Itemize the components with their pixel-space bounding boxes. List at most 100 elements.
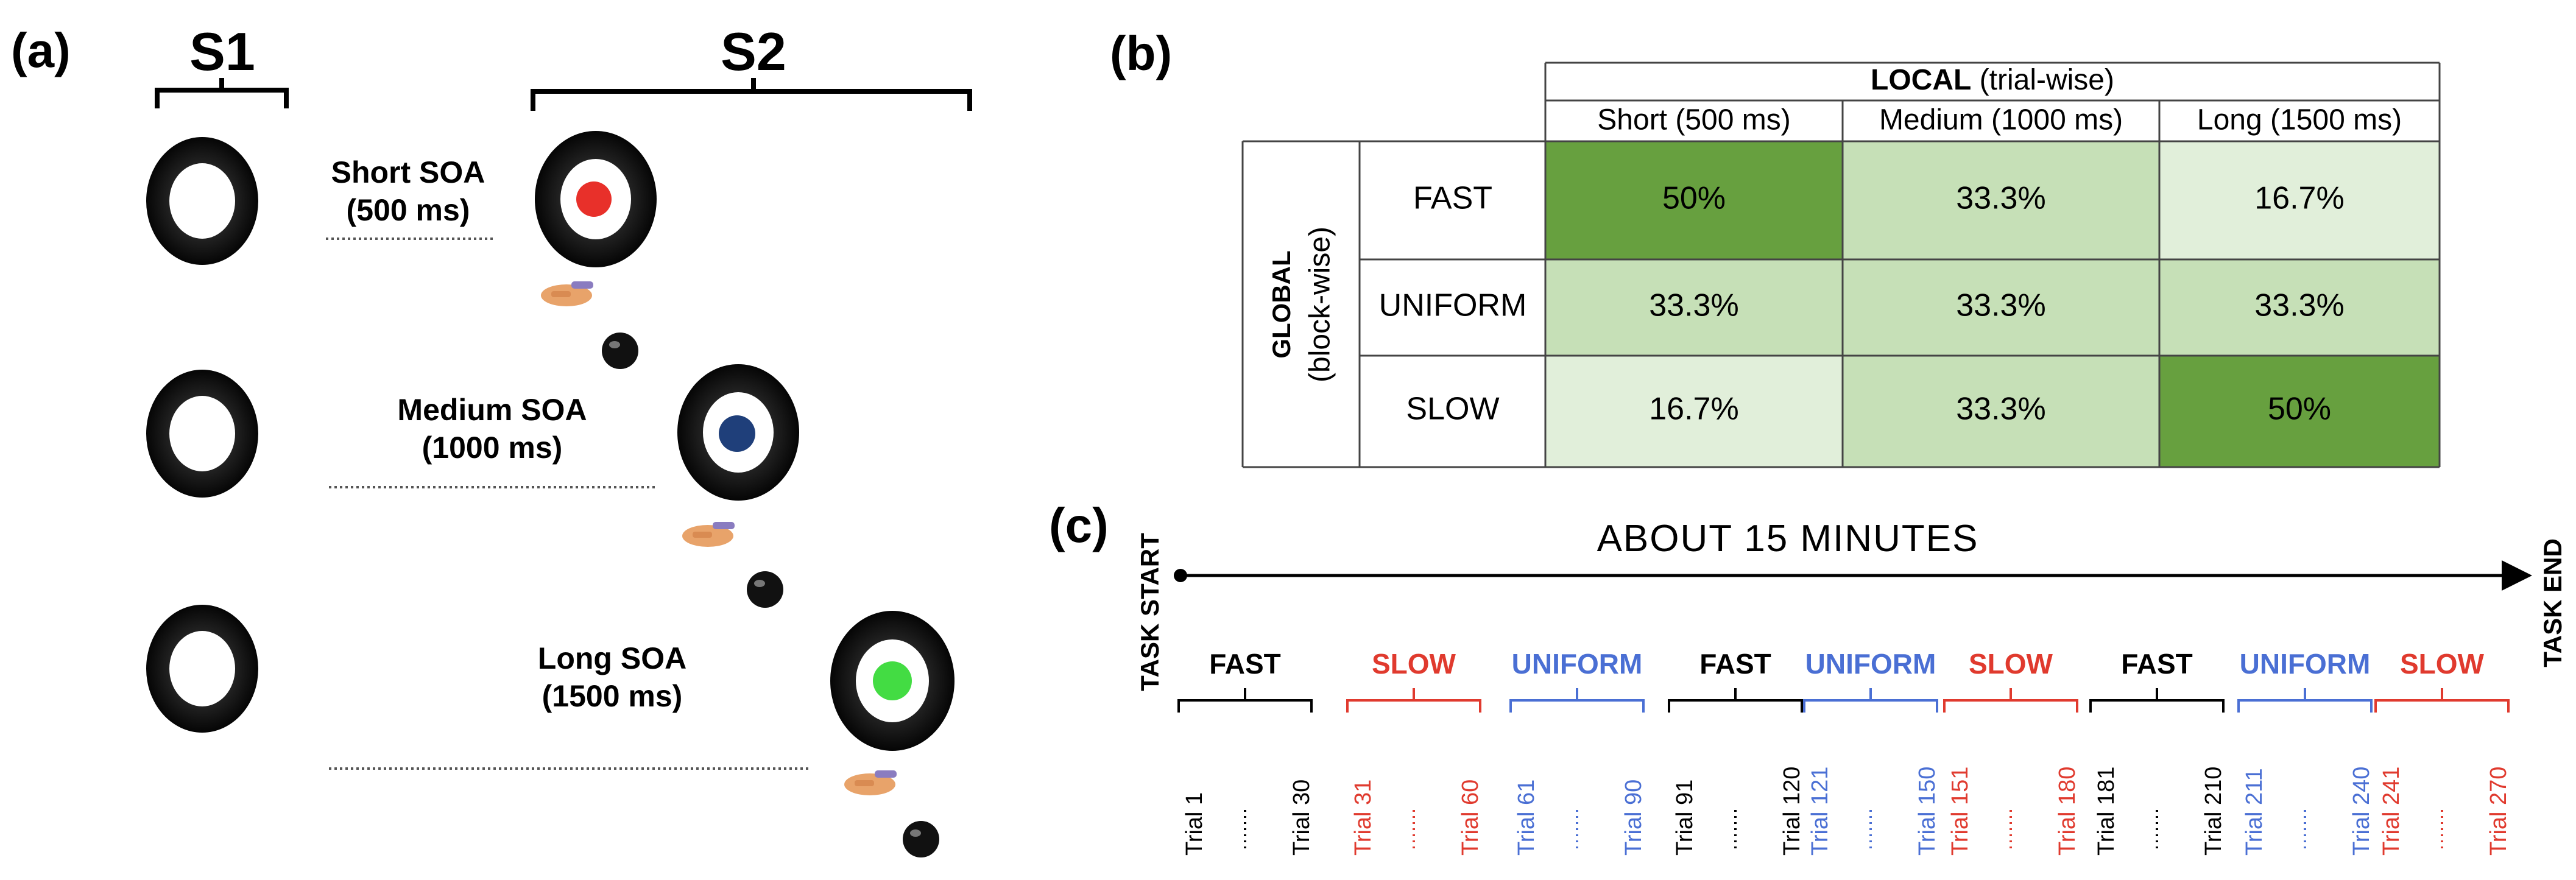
block-bracket [1177,688,1313,713]
trial-last: Trial 90 [1621,780,1646,856]
column-header: Short (500 ms) [1597,104,1790,136]
table-cell: 50% [2268,392,2331,427]
block-label: FAST [2121,648,2193,680]
table-cell-fill [1545,141,1843,259]
block-bracket [1943,688,2078,713]
task-end-label: TASK END [2538,538,2567,667]
panel-a-label: (a) [11,23,71,77]
panel-c-label: (c) [1049,498,1109,552]
table-grid [1241,62,2441,468]
soa-label: Long SOA [538,641,686,675]
table-cell-fill [1843,141,2159,259]
soa-row-long: Long SOA (1500 ms) [146,605,955,857]
trial-first: Trial 181 [2094,767,2119,856]
trial-last: Trial 30 [1289,780,1314,856]
block-sequence: FAST Trial 1 Trial 30 SLOW Trial 31 Trial 60 U… [1177,648,2511,856]
trial-first: Trial 91 [1672,780,1698,856]
task-start-label: TASK START [1135,533,1164,691]
trial-first: Trial 151 [1947,767,1973,856]
trial-last: Trial 150 [1914,767,1940,856]
response-hand-icon [682,522,735,547]
column-header: Long (1500 ms) [2197,104,2402,136]
block-fast: FAST Trial 181 Trial 210 [2089,648,2226,856]
block-label: UNIFORM [2240,648,2371,680]
trial-first: Trial 31 [1350,780,1376,856]
block-bracket [2237,688,2373,713]
s2-ring [677,364,799,501]
block-uniform: UNIFORM Trial 61 Trial 90 [1509,648,1646,856]
table-cell: 33.3% [2254,288,2344,323]
button-icon [903,821,939,857]
soa-label: Short SOA [331,155,485,189]
block-bracket [1509,688,1645,713]
probability-table: LOCAL (trial-wise) Short (500 ms) Medium… [1241,62,2441,468]
block-slow: SLOW Trial 151 Trial 180 [1943,648,2080,856]
s2-label: S2 [721,21,786,82]
table-cell: 33.3% [1956,392,2045,427]
table-cell: 33.3% [1956,288,2045,323]
trial-last: Trial 120 [1779,767,1805,856]
column-header: Medium (1000 ms) [1879,104,2123,136]
response-hand-icon [844,770,897,795]
trial-last: Trial 180 [2055,767,2080,856]
table-cell: 50% [1662,181,1726,216]
soa-ms: (1500 ms) [542,679,683,713]
table-cell: 33.3% [1649,288,1738,323]
table-cell-fill [1843,356,2159,467]
trial-first: Trial 241 [2379,767,2404,856]
block-label: SLOW [1372,648,1456,680]
s1-label: S1 [189,21,255,82]
block-label: FAST [1209,648,1281,680]
table-cell-fill [1545,356,1843,467]
block-fast: FAST Trial 1 Trial 30 [1177,648,1314,856]
trial-first: Trial 211 [2242,768,2267,856]
s2-ring [830,611,955,751]
s1-ring [146,605,258,733]
trial-first: Trial 121 [1807,767,1833,856]
block-label: FAST [1699,648,1771,680]
soa-ms: (500 ms) [347,193,470,227]
s2-ring [535,131,657,267]
panel-b-label: (b) [1110,26,1172,80]
s2-target-dot [873,661,912,700]
block-uniform: UNIFORM Trial 121 Trial 150 [1803,648,1940,856]
timeline-axis [1174,560,2532,591]
trial-last: Trial 210 [2201,767,2226,856]
global-header-sub: (block-wise) [1304,227,1336,382]
button-icon [602,333,638,369]
block-fast: FAST Trial 91 Trial 120 [1668,648,1805,856]
block-label: SLOW [2400,648,2485,680]
block-label: UNIFORM [1805,648,1936,680]
block-bracket [1803,688,1938,713]
block-bracket [1346,688,1481,713]
trial-last: Trial 60 [1458,780,1483,856]
s1-bracket [155,78,289,108]
s2-target-dot [576,181,612,217]
table-cell-fill [2159,141,2440,259]
table-cell-fill [1545,259,1843,356]
timeline-title: ABOUT 15 MINUTES [1597,518,1979,560]
block-slow: SLOW Trial 31 Trial 60 [1346,648,1483,856]
block-label: SLOW [1969,648,2053,680]
soa-ms: (1000 ms) [422,431,563,465]
s1-ring [146,370,258,498]
row-header: UNIFORM [1379,288,1527,323]
soa-row-medium: Medium SOA (1000 ms) [146,364,799,608]
block-bracket [2374,688,2510,713]
table-cell-fill [2159,356,2440,467]
trial-last: Trial 270 [2486,767,2511,856]
trial-last: Trial 240 [2349,767,2374,856]
button-icon [747,571,783,608]
s1-ring [146,137,258,265]
row-header: FAST [1413,181,1492,216]
trial-first: Trial 1 [1182,792,1207,856]
row-header: SLOW [1406,392,1499,427]
s2-target-dot [719,415,755,452]
block-label: UNIFORM [1512,648,1643,680]
trial-first: Trial 61 [1514,780,1539,856]
soa-label: Medium SOA [397,393,587,427]
s2-bracket [531,78,972,111]
block-bracket [2089,688,2225,713]
table-cell: 16.7% [1649,392,1738,427]
